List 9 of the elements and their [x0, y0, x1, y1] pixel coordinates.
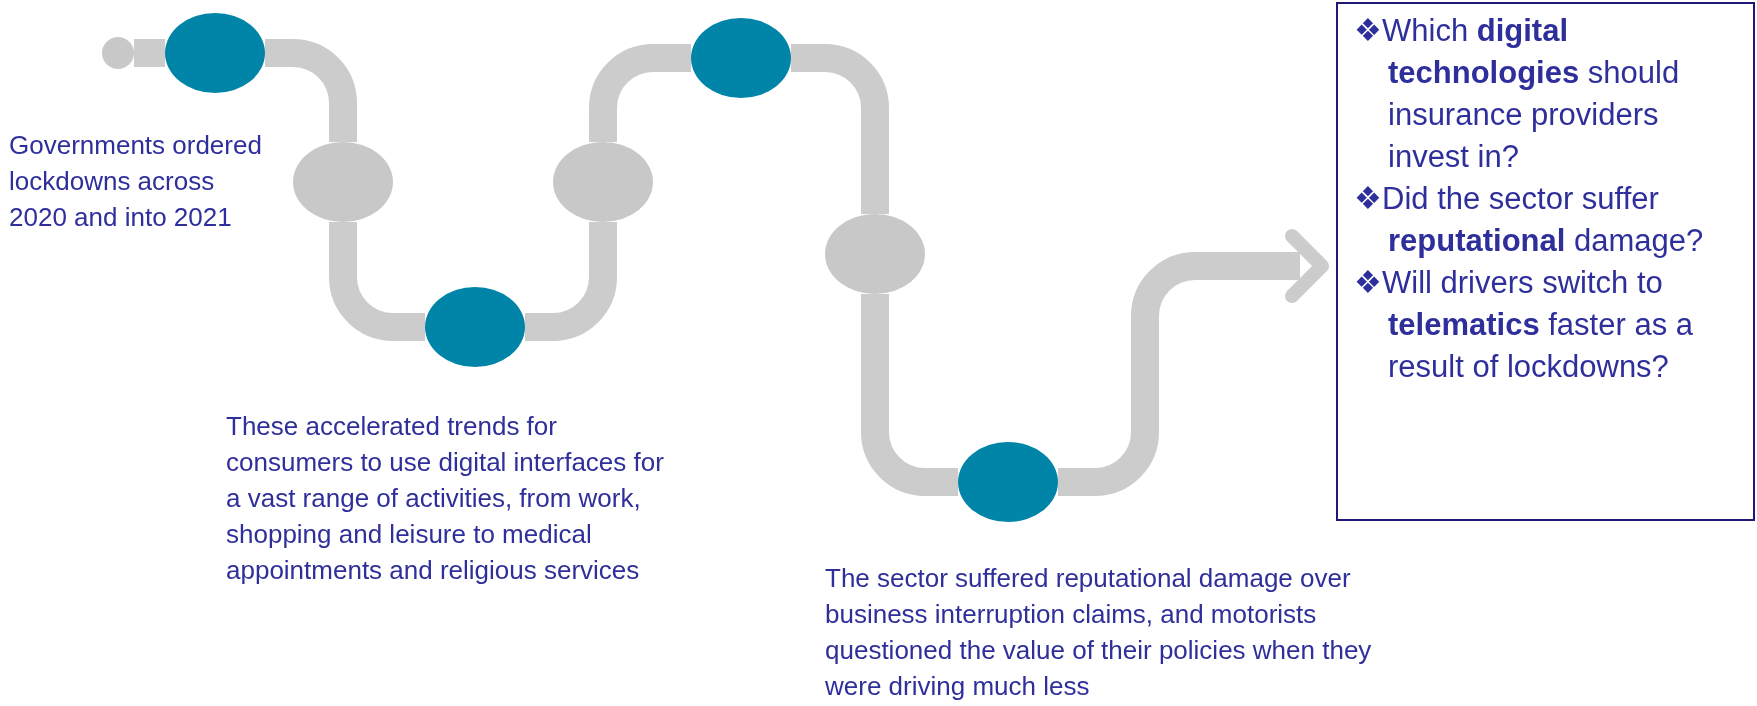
milestone-caption: Governments ordered lockdowns across 2020 and into 2021 [9, 129, 263, 234]
path-segment [134, 39, 165, 67]
question-box [1336, 2, 1755, 521]
milestone-caption: These accelerated trends for consumers to use digital interfaces for a vast range of activities, from work, shopping and leisure to medical appointments and religious services [226, 410, 665, 587]
milestone-caption: The sector suffered reputational damage over business interruption claims, and motorists questioned the value of their policies when they were driving much less [825, 562, 1373, 703]
bullet-question: ❖Will drivers switch to telematics faster as a result of lockdowns? [1354, 264, 1694, 386]
bullet-question: ❖Did the sector suffer reputational damage? [1354, 180, 1705, 260]
start-dot [102, 37, 134, 69]
bullet-question: ❖Which digital technologies should insurance providers invest in? [1354, 12, 1681, 176]
